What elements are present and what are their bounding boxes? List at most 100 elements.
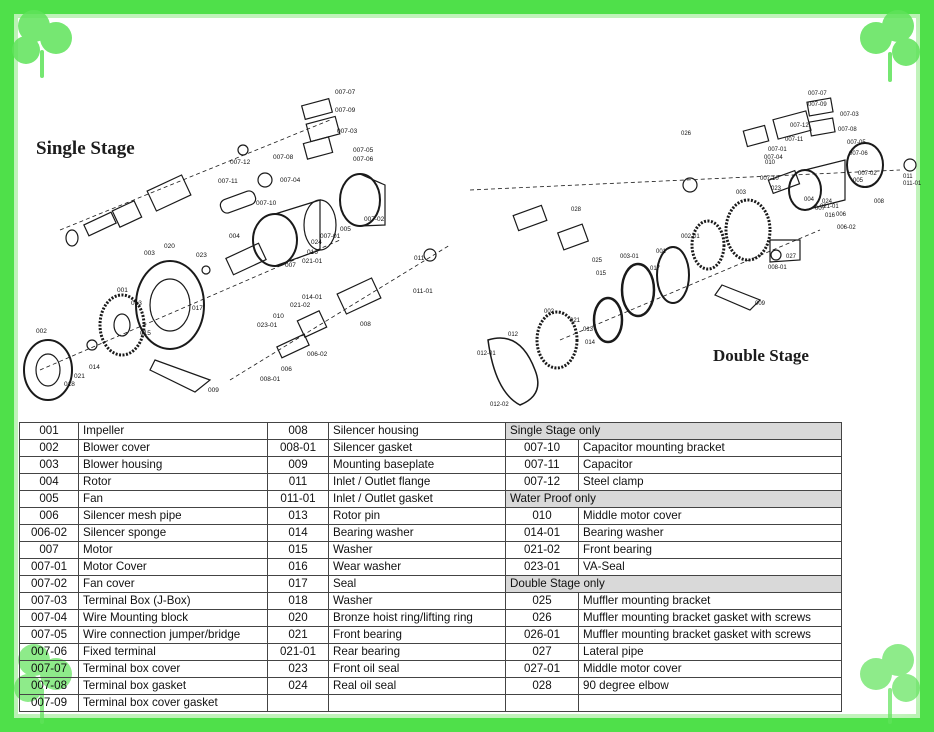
part-code: 006-02 <box>19 524 79 542</box>
clover-bottom-right-icon <box>860 644 920 724</box>
callout-label: 024 <box>311 239 322 246</box>
part-description: Motor <box>78 541 268 559</box>
callout-label: 003-01 <box>620 254 639 260</box>
part-description: 90 degree elbow <box>578 677 842 695</box>
part-description: Blower housing <box>78 456 268 474</box>
part-code: 006 <box>19 507 79 525</box>
part-code: 025 <box>505 592 579 610</box>
callout-label: 007-11 <box>218 178 238 185</box>
part-description: Muffler mounting bracket <box>578 592 842 610</box>
part-code: 007-03 <box>19 592 79 610</box>
callout-label: 027 <box>786 254 797 260</box>
part-description: Silencer mesh pipe <box>78 507 268 525</box>
part-description: Bronze hoist ring/lifting ring <box>328 609 506 627</box>
part-description: Washer <box>328 541 506 559</box>
part-code: 007-09 <box>19 694 79 712</box>
double-stage-title: Double Stage <box>713 346 809 365</box>
callout-label: 007-06 <box>849 151 868 157</box>
part-description: Mounting baseplate <box>328 456 506 474</box>
callout-label: 002 <box>36 328 47 335</box>
part-code <box>505 694 579 712</box>
callout-label: 021 <box>74 373 85 380</box>
callout-label: 007-02 <box>858 171 877 177</box>
callout-label: 011-01 <box>413 288 433 295</box>
part-description: Muffler mounting bracket gasket with scr… <box>578 626 842 644</box>
callout-label: 016 <box>307 249 318 256</box>
part-description <box>578 694 842 712</box>
callout-label: 007-10 <box>256 200 277 207</box>
part-description: Terminal box cover gasket <box>78 694 268 712</box>
callout-label: 007-05 <box>847 140 866 146</box>
callout-label: 007-03 <box>337 128 358 135</box>
part-description: Seal <box>328 575 506 593</box>
callout-label: 007-04 <box>764 155 783 161</box>
part-description: Muffler mounting bracket gasket with scr… <box>578 609 842 627</box>
part-code: 017 <box>267 575 329 593</box>
callout-label: 008 <box>360 321 371 328</box>
part-code: 018 <box>267 592 329 610</box>
part-description: Silencer sponge <box>78 524 268 542</box>
part-code: 021-01 <box>267 643 329 661</box>
part-code: 010 <box>505 507 579 525</box>
callout-label: 007-08 <box>273 154 294 161</box>
part-code: 016 <box>267 558 329 576</box>
part-description: Real oil seal <box>328 677 506 695</box>
callout-label: 007-05 <box>353 147 374 154</box>
callout-label: 001 <box>656 249 667 255</box>
callout-label: 008-01 <box>260 376 281 383</box>
part-code: 004 <box>19 473 79 491</box>
callout-label: 002-01 <box>681 234 700 240</box>
callout-label: 011 <box>414 255 425 262</box>
callout-label: 007-08 <box>838 127 857 133</box>
single-stage-diagram <box>23 97 451 401</box>
part-description: Middle motor cover <box>578 507 842 525</box>
part-description: Lateral pipe <box>578 643 842 661</box>
callout-label: 028 <box>571 207 582 213</box>
callout-label: 007-02 <box>364 216 385 223</box>
clover-top-left-icon <box>12 10 72 78</box>
double-stage-diagram <box>469 97 917 406</box>
clover-top-right-icon <box>860 10 920 82</box>
callout-label: 007 <box>815 206 826 212</box>
callout-label: 007-07 <box>808 91 827 97</box>
callout-label: 006-02 <box>307 351 328 358</box>
callout-label: 016 <box>825 213 836 219</box>
part-description: Washer <box>328 592 506 610</box>
callout-label: 008 <box>874 199 885 205</box>
callout-label: 007-09 <box>808 102 827 108</box>
part-code: 005 <box>19 490 79 508</box>
callout-label: 006 <box>836 212 847 218</box>
callout-label: 007-12 <box>790 123 809 129</box>
part-description: Rotor <box>78 473 268 491</box>
part-code: 015 <box>267 541 329 559</box>
callout-label: 005 <box>853 178 864 184</box>
part-code: 007-06 <box>19 643 79 661</box>
callout-label: 023 <box>196 252 207 259</box>
part-description: Front bearing <box>328 626 506 644</box>
callout-label: 012-02 <box>490 402 509 408</box>
callout-label: 017 <box>192 305 203 312</box>
part-description: Wear washer <box>328 558 506 576</box>
part-code: 008 <box>267 422 329 440</box>
part-code: 014 <box>267 524 329 542</box>
part-description <box>328 694 506 712</box>
part-description: Silencer housing <box>328 422 506 440</box>
callout-label: 015 <box>140 330 151 337</box>
callout-label: 010 <box>765 160 776 166</box>
part-description: Front oil seal <box>328 660 506 678</box>
callout-label: 007-06 <box>353 156 374 163</box>
part-code: 007-12 <box>505 473 579 491</box>
single-stage-title: Single Stage <box>36 138 135 159</box>
callout-label: 003 <box>736 190 747 196</box>
part-description: Motor Cover <box>78 558 268 576</box>
part-code: 024 <box>267 677 329 695</box>
